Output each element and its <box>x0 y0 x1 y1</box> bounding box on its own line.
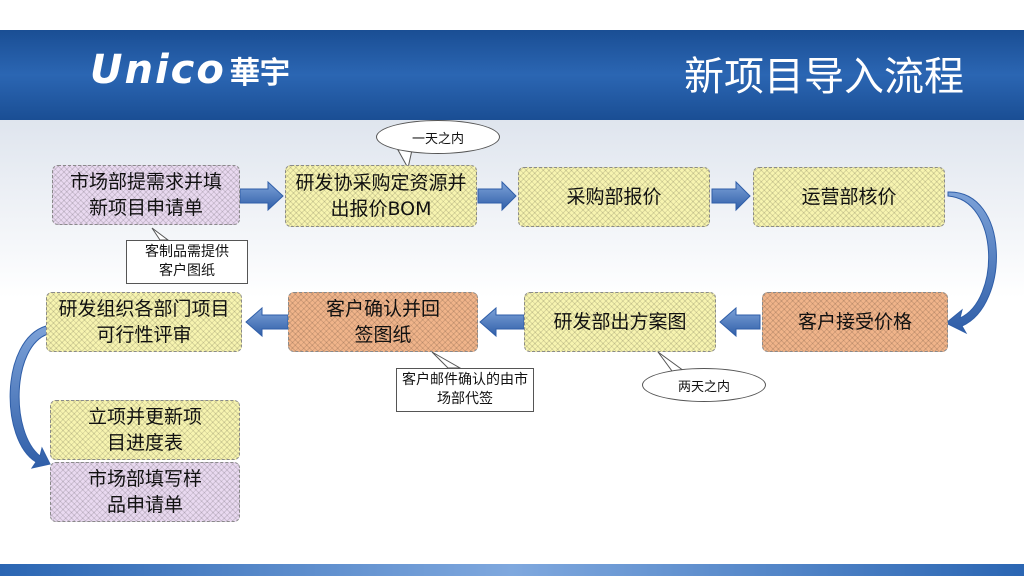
arrow-5-to-6 <box>719 306 761 338</box>
step-rd-source-bom: 研发协采购定资源并出报价BOM <box>285 165 477 227</box>
top-margin <box>0 0 1024 30</box>
header-bar <box>0 30 1024 120</box>
note-email-pointer <box>431 351 462 369</box>
step-rd-feasibility: 研发组织各部门项目可行性评审 <box>46 292 242 352</box>
note-custom-drawings: 客制品需提供客户图纸 <box>126 240 248 284</box>
bubble-two-days: 两天之内 <box>642 368 766 402</box>
footer-bar <box>0 564 1024 576</box>
arrow-4-to-5 <box>945 191 997 335</box>
arrow-8-to-9 <box>9 325 51 469</box>
step-customer-confirm: 客户确认并回签图纸 <box>288 292 478 352</box>
step-operations-price: 运营部核价 <box>753 167 945 227</box>
arrow-1-to-2 <box>239 180 284 212</box>
arrow-7-to-8 <box>245 306 289 338</box>
bubble-one-day: 一天之内 <box>376 120 500 154</box>
step-customer-accept: 客户接受价格 <box>762 292 948 352</box>
step-project-schedule: 立项并更新项目进度表 <box>50 400 240 460</box>
arrow-6-to-7 <box>479 306 525 338</box>
page-title: 新项目导入流程 <box>684 54 964 100</box>
arrow-3-to-4 <box>711 180 751 212</box>
logo-latin: Unico <box>90 47 226 93</box>
company-logo: Unico 華宇 <box>90 47 290 93</box>
logo-chinese: 華宇 <box>229 56 290 91</box>
step-rd-drawing: 研发部出方案图 <box>524 292 716 352</box>
arrow-2-to-3 <box>477 180 517 212</box>
bubble-two-days-pointer <box>657 351 686 372</box>
step-purchasing-quote: 采购部报价 <box>518 167 710 227</box>
note-email-confirm: 客户邮件确认的由市场部代签 <box>396 368 534 412</box>
note-custom-pointer <box>151 227 170 241</box>
step-market-request: 市场部提需求并填新项目申请单 <box>52 165 240 225</box>
step-sample-request: 市场部填写样品申请单 <box>50 462 240 522</box>
